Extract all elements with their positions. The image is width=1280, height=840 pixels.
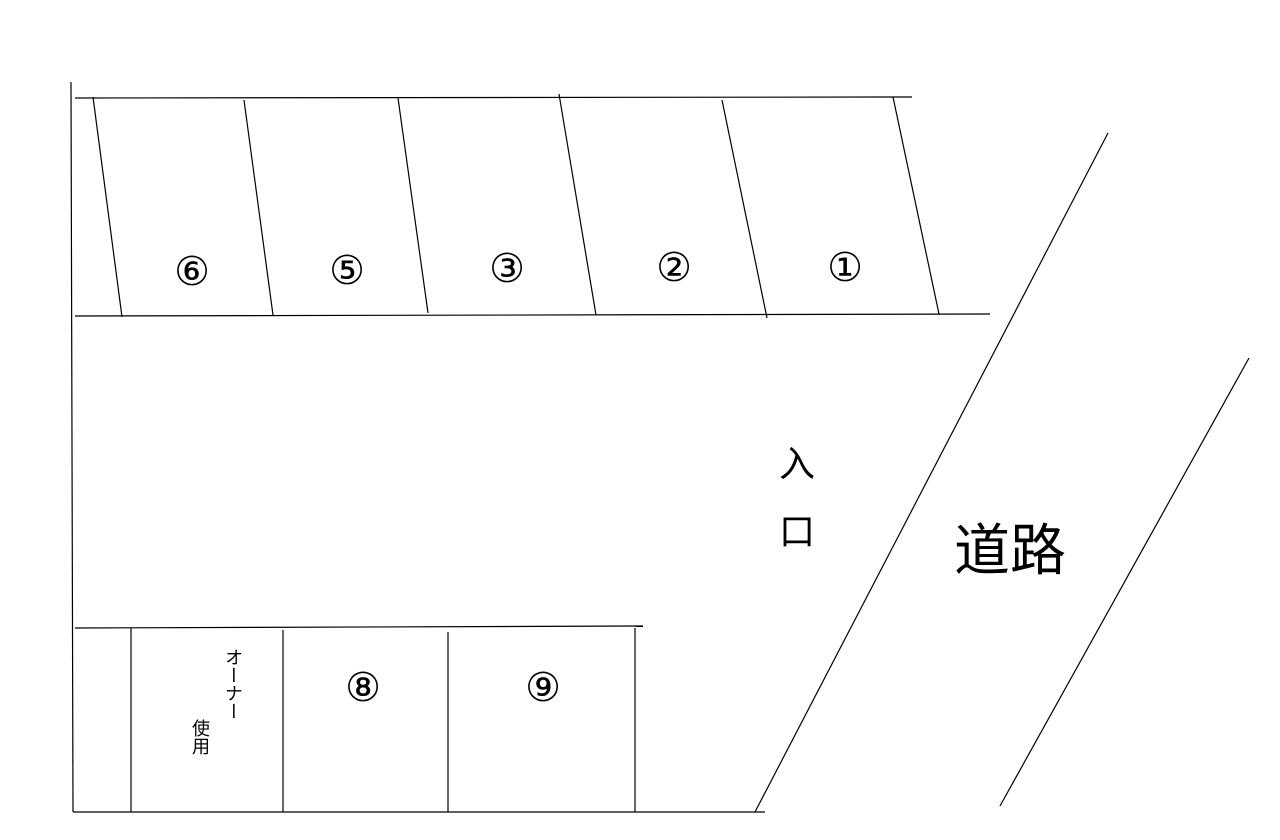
- spot-divider: [243, 99, 274, 316]
- spot-2-label: ②: [656, 245, 692, 291]
- spot-8-label: ⑧: [345, 665, 381, 711]
- owner-use-label-line2: 使用: [189, 719, 210, 755]
- road-edge-line: [754, 132, 1109, 813]
- top-row-top-line: [74, 96, 913, 99]
- spot-5-label: ⑤: [329, 248, 365, 294]
- spot-1-label: ①: [827, 245, 863, 291]
- entrance-label-1: 入: [778, 444, 816, 485]
- road-label: 道路: [954, 519, 1066, 584]
- spot-divider: [92, 96, 123, 318]
- road-edge-line: [999, 357, 1250, 807]
- top-row-bottom-line: [74, 313, 991, 317]
- spot-divider: [558, 93, 597, 316]
- spot-3-label: ③: [489, 246, 525, 292]
- bottom-row-top-line: [74, 625, 644, 629]
- spot-6-label: ⑥: [174, 249, 210, 295]
- left-boundary-line: [70, 81, 74, 813]
- spot-divider: [892, 96, 940, 315]
- spot-divider: [721, 99, 768, 319]
- spot-9-label: ⑨: [525, 665, 561, 711]
- entrance-label-2: 口: [778, 512, 816, 553]
- spot-divider: [397, 97, 429, 314]
- owner-use-label-line1: オーナー: [222, 648, 243, 720]
